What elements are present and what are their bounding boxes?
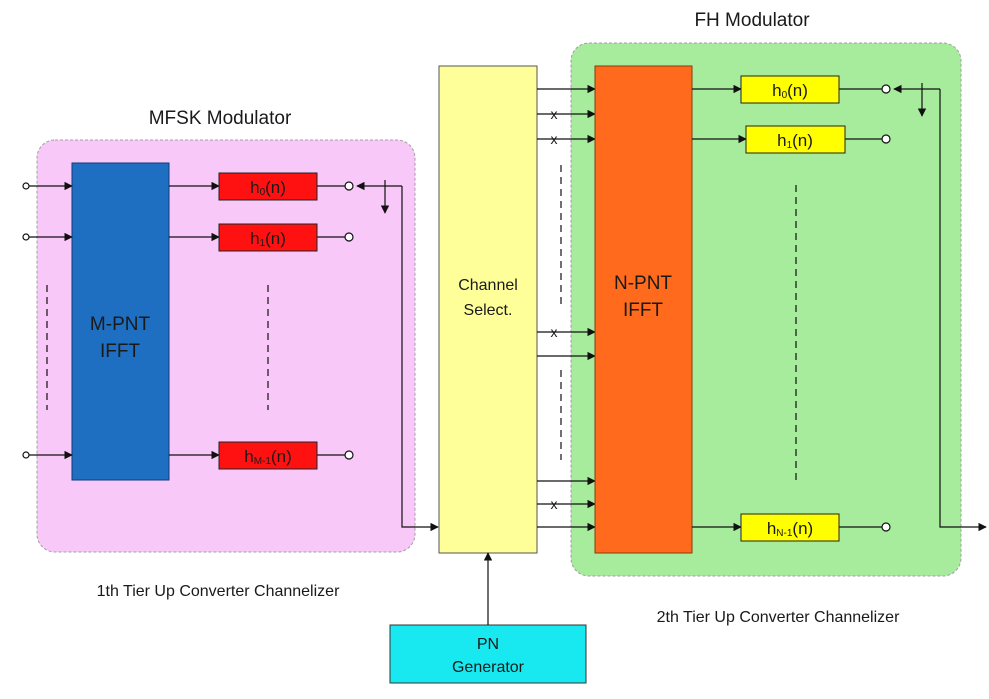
m-pnt-ifft-label-2: IFFT xyxy=(100,341,140,362)
svg-text:hN-1(n): hN-1(n) xyxy=(767,519,813,539)
unused-input-marks: x x x x xyxy=(551,106,558,512)
fh-caption: 2th Tier Up Converter Channelizer xyxy=(657,609,900,626)
mfsk-filter-hm-1: hM-1(n) xyxy=(218,441,318,470)
mfsk-filter-connections xyxy=(169,180,439,532)
channel-select-label: Channel xyxy=(458,277,518,294)
svg-text:h0(n): h0(n) xyxy=(772,81,808,101)
channel-select-label-2: Select. xyxy=(464,302,513,319)
n-pnt-ifft-block xyxy=(594,65,693,554)
fh-filter-h0: h0(n) xyxy=(740,75,840,104)
svg-text:x: x xyxy=(551,496,558,512)
svg-text:h1(n): h1(n) xyxy=(777,131,813,151)
svg-text:h1(n): h1(n) xyxy=(250,229,286,249)
fh-filter-h1: h1(n) xyxy=(745,125,846,154)
channel-select-outputs xyxy=(537,84,596,532)
fh-modulator-title: FH Modulator xyxy=(694,10,810,31)
pn-generator-label: PN xyxy=(477,636,499,653)
svg-text:h0(n): h0(n) xyxy=(250,178,286,198)
mfsk-filter-h1: h1(n) xyxy=(218,223,318,252)
mfsk-filter-h0: h0(n) xyxy=(218,172,318,201)
svg-text:hM-1(n): hM-1(n) xyxy=(244,447,291,467)
n-pnt-ifft-label: N-PNT xyxy=(614,273,672,294)
m-pnt-ifft-label: M-PNT xyxy=(90,314,151,335)
mfsk-caption: 1th Tier Up Converter Channelizer xyxy=(97,583,340,600)
svg-text:x: x xyxy=(551,106,558,122)
svg-text:x: x xyxy=(551,131,558,147)
n-pnt-ifft-label-2: IFFT xyxy=(623,300,663,321)
channel-select-block xyxy=(438,65,538,554)
svg-text:x: x xyxy=(551,324,558,340)
mfsk-modulator-title: MFSK Modulator xyxy=(149,108,292,129)
m-pnt-ifft-block xyxy=(71,162,170,481)
pn-generator-block xyxy=(389,624,587,684)
mfsk-inputs xyxy=(22,181,73,460)
fh-filter-hn-1: hN-1(n) xyxy=(740,513,840,542)
fh-filter-connections xyxy=(692,83,987,532)
pn-generator-label-2: Generator xyxy=(452,659,525,676)
